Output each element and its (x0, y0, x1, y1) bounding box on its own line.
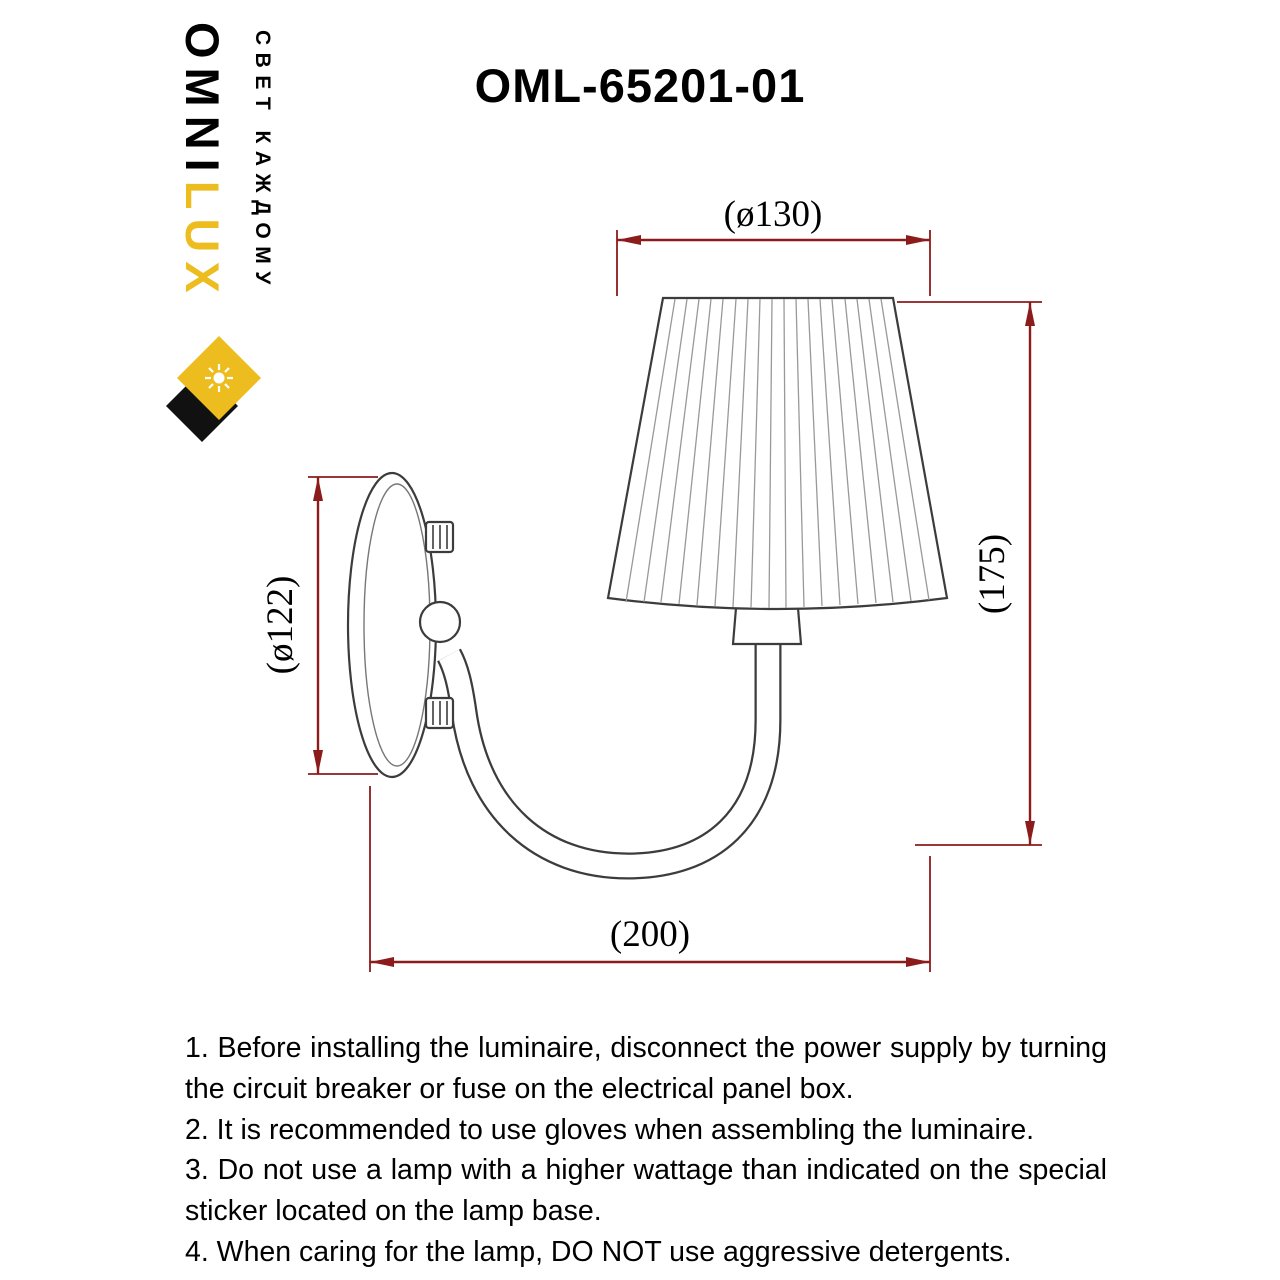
dim-depth-label: (200) (610, 914, 690, 955)
mount-screw-bottom (424, 696, 455, 730)
dim-shade-diameter-label: (ø130) (724, 194, 823, 235)
instruction-item-3: 3. Do not use a lamp with a higher watta… (185, 1154, 1107, 1227)
model-number: OML-65201-01 (474, 59, 806, 112)
lamp-arm (436, 642, 782, 880)
dim-depth: (200) (369, 786, 931, 972)
lampshade-pleats (625, 298, 930, 609)
brand-icon (166, 336, 261, 442)
dim-base-diameter-label: (ø122) (260, 576, 301, 675)
lampshade (606, 296, 949, 611)
dim-height: (175) (897, 301, 1042, 846)
mount-screw-top (424, 520, 455, 554)
brand-name-lux: LUX (176, 180, 229, 302)
dim-shade-diameter: (ø130) (616, 194, 931, 296)
instruction-item-4: 4. When caring for the lamp, DO NOT use … (185, 1235, 1012, 1268)
dim-height-label: (175) (972, 534, 1013, 614)
instruction-item-1: 1. Before installing the luminaire, disc… (185, 1032, 1107, 1105)
sun-icon (205, 364, 233, 392)
instruction-item-2: 2. It is recommended to use gloves when … (185, 1113, 1035, 1146)
instructions-list: 1. Before installing the luminaire, disc… (185, 1028, 1107, 1273)
arm-ball-joint (418, 600, 462, 644)
dim-base-diameter: (ø122) (260, 476, 378, 775)
